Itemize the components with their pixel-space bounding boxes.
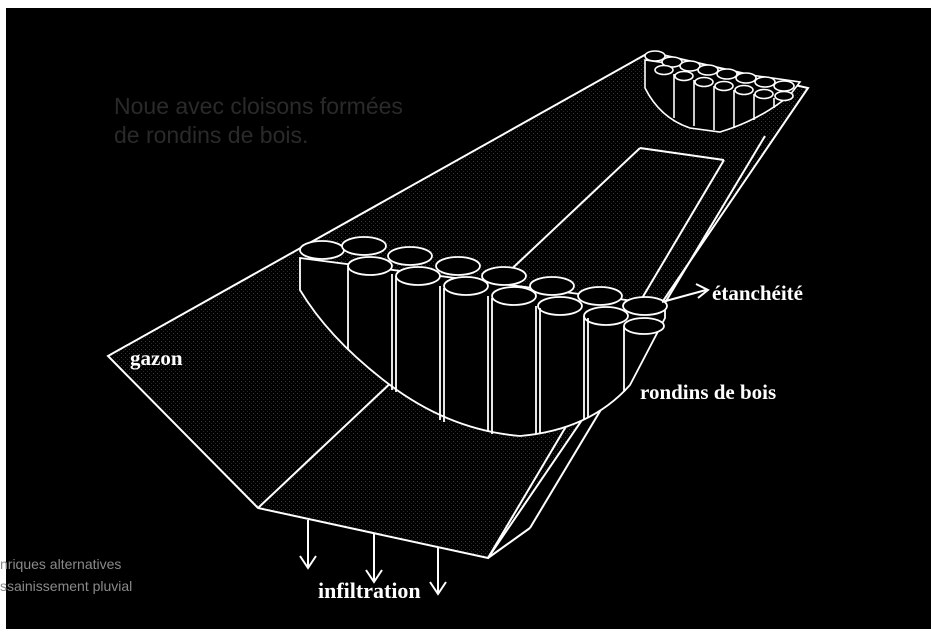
label-etancheite: étanchéité <box>712 281 803 305</box>
front-dam-log-lines <box>347 266 625 434</box>
ground-crease <box>487 527 531 559</box>
back-log-dam <box>644 50 802 133</box>
front-log-dam <box>299 236 668 437</box>
back-dam-log-lines <box>673 74 775 130</box>
floor-back-edge <box>639 147 725 161</box>
infiltration-arrow-2 <box>365 534 383 584</box>
etancheite-arrow <box>661 283 710 303</box>
footer-text-line-1: nriques alternatives <box>0 556 122 572</box>
infiltration-arrow-3 <box>429 548 447 596</box>
label-rondins-de-bois: rondins de bois <box>640 380 777 404</box>
footer-text-line-2: ssainissement pluvial <box>0 578 133 594</box>
label-gazon: gazon <box>130 346 183 370</box>
label-infiltration: infiltration <box>318 578 421 603</box>
infiltration-arrow-1 <box>299 520 317 570</box>
infiltration-arrows <box>299 520 447 596</box>
front-dam-top-logs <box>299 236 668 316</box>
back-dam-logs <box>644 50 795 102</box>
diagram-caption: Noue avec cloisons formées de rondins de… <box>114 93 403 148</box>
